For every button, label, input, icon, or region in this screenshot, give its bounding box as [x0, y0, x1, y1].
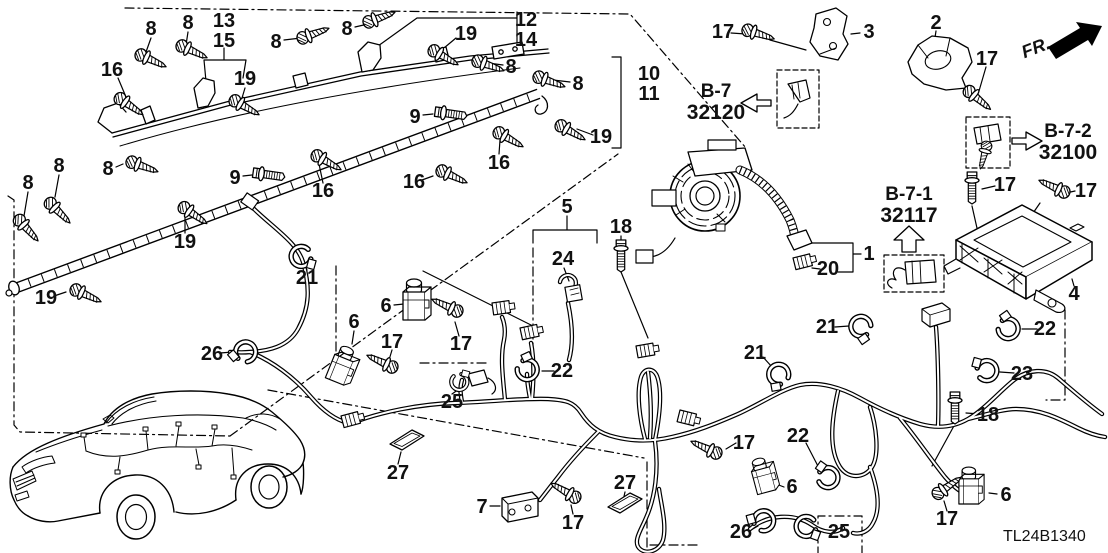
clamp-23: [969, 350, 1001, 384]
callout-16: 16: [311, 180, 335, 202]
callout-22: 22: [550, 360, 574, 382]
callout-21: 21: [743, 342, 767, 364]
callout-17: 17: [449, 333, 473, 355]
callout-22: 22: [1033, 318, 1057, 340]
bracket-3: [809, 7, 849, 61]
ref-b7-line2: 32120: [686, 100, 746, 124]
callout-8: 8: [505, 56, 517, 78]
callout-26: 26: [729, 521, 753, 543]
vehicle-outline: [9, 390, 306, 540]
callout-17: 17: [711, 21, 735, 43]
callout-17: 17: [561, 512, 585, 534]
callout-19: 19: [233, 68, 257, 90]
callout-3: 3: [863, 21, 875, 43]
callout-5: 5: [561, 196, 573, 218]
callout-23: 23: [1010, 363, 1034, 385]
callout-7: 7: [476, 496, 488, 518]
sensor-6c: [748, 454, 782, 496]
callout-8: 8: [102, 158, 114, 180]
callout-8: 8: [270, 31, 282, 53]
callout-8: 8: [341, 18, 353, 40]
callout-9: 9: [409, 106, 421, 128]
callout-8: 8: [145, 18, 157, 40]
callout-8: 8: [53, 155, 65, 177]
callout-19: 19: [173, 231, 197, 253]
callout-16: 16: [402, 171, 426, 193]
sensor-6d: [958, 466, 985, 505]
callout-26: 26: [200, 343, 224, 365]
callout-16: 16: [100, 59, 124, 81]
spiral-cable: [635, 139, 818, 271]
ref-b71-line1: B-7-1: [885, 184, 933, 206]
part-24-clamp: [557, 272, 583, 303]
sensor-6a: [402, 278, 432, 321]
clamp-22c: [996, 309, 1021, 340]
clamp-21b: [848, 315, 873, 346]
callout-9: 9: [229, 167, 241, 189]
callout-10: 10: [637, 63, 661, 85]
ref-b72-line1: B-7-2: [1044, 121, 1092, 143]
part-7-unit: [501, 491, 539, 523]
callout-22: 22: [786, 425, 810, 447]
ref-b71-line2: 32117: [880, 203, 938, 227]
callout-13: 13: [212, 10, 236, 32]
callout-6: 6: [1000, 484, 1012, 506]
callout-8: 8: [182, 12, 194, 34]
callout-20: 20: [816, 258, 840, 280]
callout-17: 17: [993, 174, 1017, 196]
callout-8: 8: [22, 172, 34, 194]
callout-12: 12: [514, 9, 538, 31]
sensor-6b: [324, 342, 364, 388]
callout-19: 19: [34, 287, 58, 309]
curtain-airbag-module: [5, 88, 549, 297]
ref-b7-line1: B-7: [700, 81, 732, 103]
fr-arrow-icon: [1048, 22, 1102, 59]
callout-15: 15: [212, 30, 236, 52]
ref-b72-connector: [965, 116, 1043, 172]
callout-17: 17: [732, 432, 756, 454]
harness-connector: [921, 302, 951, 328]
callout-1: 1: [863, 243, 875, 265]
callout-17: 17: [975, 48, 999, 70]
roof-bracket-strip: [97, 41, 550, 147]
callout-8: 8: [572, 73, 584, 95]
ref-b7-connector: [740, 69, 820, 129]
callout-18: 18: [976, 404, 1000, 426]
callout-17: 17: [380, 331, 404, 353]
callout-6: 6: [380, 295, 392, 317]
callout-2: 2: [930, 12, 942, 34]
callout-27: 27: [386, 462, 410, 484]
curtain-feed-wire: [227, 192, 351, 426]
diagram-code: TL24B1340: [1003, 528, 1086, 545]
callout-17: 17: [1074, 180, 1098, 202]
callout-6: 6: [786, 476, 798, 498]
callout-21: 21: [295, 267, 319, 289]
callout-16: 16: [487, 152, 511, 174]
part-25a: [448, 367, 497, 394]
srs-unit: [943, 204, 1093, 313]
clamp-22a: [514, 349, 543, 382]
callout-14: 14: [514, 29, 538, 51]
callout-24: 24: [551, 248, 575, 270]
callout-25: 25: [827, 521, 851, 543]
bracket-2: [907, 35, 973, 91]
callout-6: 6: [348, 311, 360, 333]
callout-17: 17: [935, 508, 959, 530]
callout-19: 19: [589, 126, 613, 148]
callout-11: 11: [638, 83, 660, 105]
ref-b71-connector: [883, 225, 945, 293]
callout-4: 4: [1068, 283, 1080, 305]
grommet-27a: [389, 429, 425, 451]
grommet-27b: [607, 492, 643, 514]
callout-18: 18: [609, 216, 633, 238]
ref-b72-line2: 32100: [1038, 140, 1098, 164]
callout-19: 19: [454, 23, 478, 45]
callout-25: 25: [440, 391, 464, 413]
callout-27: 27: [613, 472, 637, 494]
callout-21: 21: [815, 316, 839, 338]
